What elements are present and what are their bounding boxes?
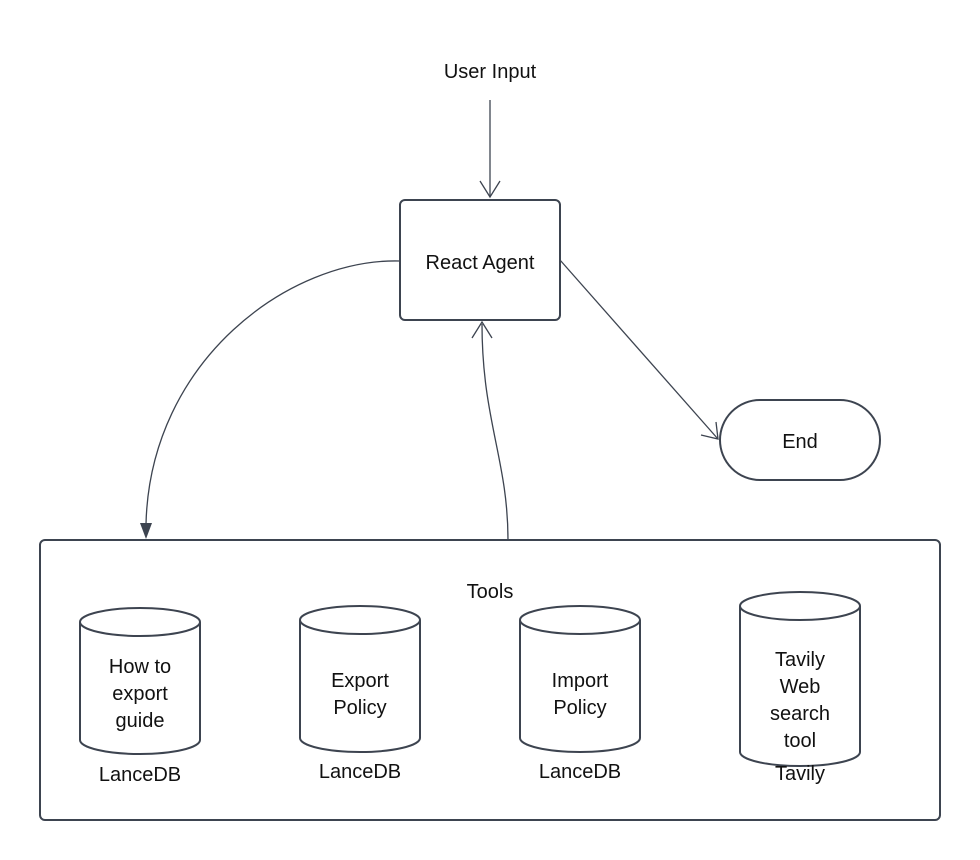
end-node[interactable]: End bbox=[719, 399, 881, 481]
edge-user-input-to-agent bbox=[479, 100, 501, 199]
tool-label-line: search bbox=[770, 703, 830, 725]
tools-title: Tools bbox=[467, 581, 514, 603]
user-input-label: User Input bbox=[444, 61, 537, 83]
react-agent-label: React Agent bbox=[426, 252, 535, 274]
cylinder-body bbox=[739, 606, 861, 767]
end-label: End bbox=[782, 431, 818, 453]
cylinder-top bbox=[79, 607, 201, 637]
edge-tools-to-agent bbox=[471, 320, 509, 541]
tool-label-line: Policy bbox=[333, 697, 386, 719]
tool-label-line: How to bbox=[109, 656, 171, 678]
edge-agent-to-tools bbox=[140, 260, 401, 539]
tools-container: Tools bbox=[39, 539, 941, 821]
cylinder-top bbox=[519, 605, 641, 635]
tool-label-line: guide bbox=[116, 710, 165, 732]
tool-label-line: Import bbox=[552, 670, 609, 692]
cylinder-top bbox=[299, 605, 421, 635]
cylinder-body bbox=[299, 620, 421, 753]
tool-caption: LanceDB bbox=[319, 761, 401, 783]
tool-caption: LanceDB bbox=[539, 761, 621, 783]
tool-label-line: Policy bbox=[553, 697, 606, 719]
tool-caption: LanceDB bbox=[99, 764, 181, 786]
react-agent-node[interactable]: React Agent bbox=[399, 199, 561, 321]
cylinder-body bbox=[519, 620, 641, 753]
edge-agent-to-end bbox=[559, 259, 719, 440]
tool-label-line: Export bbox=[331, 670, 389, 692]
tool-label-line: Web bbox=[780, 676, 821, 698]
tool-label-line: export bbox=[112, 683, 168, 705]
tool-caption: Tavily bbox=[775, 763, 825, 785]
tool-label-line: Tavily bbox=[775, 649, 825, 671]
cylinder-body bbox=[79, 622, 201, 755]
tools-layer: How toexportguideLanceDBExportPolicyLanc… bbox=[79, 591, 861, 786]
tool-label-line: tool bbox=[784, 730, 816, 752]
cylinder-top bbox=[739, 591, 861, 621]
